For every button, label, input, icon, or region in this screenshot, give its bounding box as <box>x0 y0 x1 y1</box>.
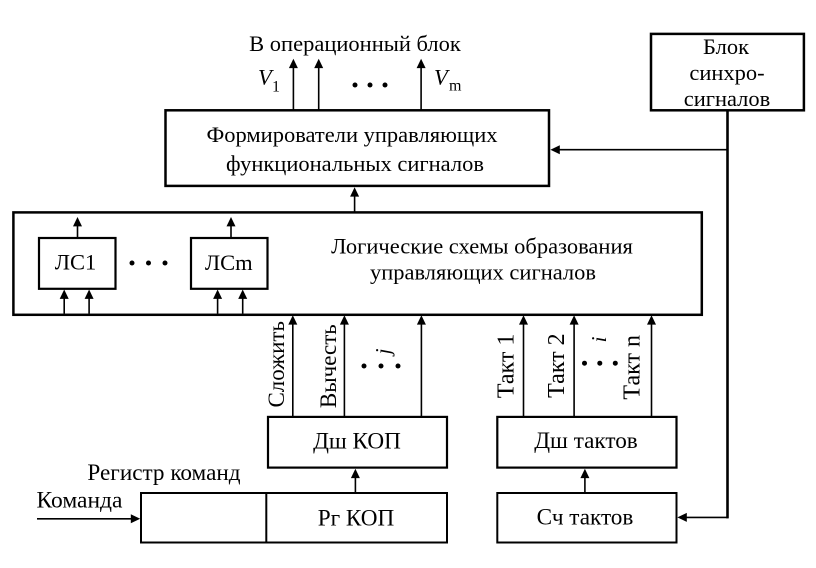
svg-text:Формирователи управляющих: Формирователи управляющих <box>206 122 497 147</box>
svg-text:Логические схемы образования: Логические схемы образования <box>331 234 633 259</box>
svg-text:Такт 2: Такт 2 <box>544 333 570 398</box>
svg-text:Команда: Команда <box>37 487 123 513</box>
svg-text:j: j <box>371 348 395 357</box>
svg-text:сигналов: сигналов <box>684 86 771 111</box>
svg-text:ЛС1: ЛС1 <box>55 250 97 275</box>
svg-text:ЛСm: ЛСm <box>205 250 253 275</box>
svg-text:Сложить: Сложить <box>264 321 289 408</box>
svg-text:V: V <box>434 65 450 90</box>
svg-text:Такт n: Такт n <box>620 335 646 400</box>
svg-text:i: i <box>587 336 611 342</box>
svg-text:Сч тактов: Сч тактов <box>537 505 634 531</box>
svg-text:Вычесть: Вычесть <box>316 324 341 408</box>
svg-text:Дш КОП: Дш КОП <box>313 429 401 455</box>
svg-text:1: 1 <box>272 79 280 96</box>
svg-text:V: V <box>258 65 274 90</box>
svg-text:управляющих сигналов: управляющих сигналов <box>370 260 596 285</box>
svg-text:Такт 1: Такт 1 <box>493 334 519 399</box>
svg-text:Дш тактов: Дш тактов <box>534 428 638 454</box>
svg-text:функциональных сигналов: функциональных сигналов <box>226 151 484 176</box>
svg-text:синхро-: синхро- <box>689 60 764 85</box>
svg-text:Блок: Блок <box>703 34 749 59</box>
svg-text:m: m <box>449 77 462 94</box>
svg-text:Рг КОП: Рг КОП <box>318 506 395 532</box>
svg-text:Регистр команд: Регистр команд <box>87 460 240 486</box>
svg-text:В операционный блок: В операционный блок <box>249 31 461 56</box>
